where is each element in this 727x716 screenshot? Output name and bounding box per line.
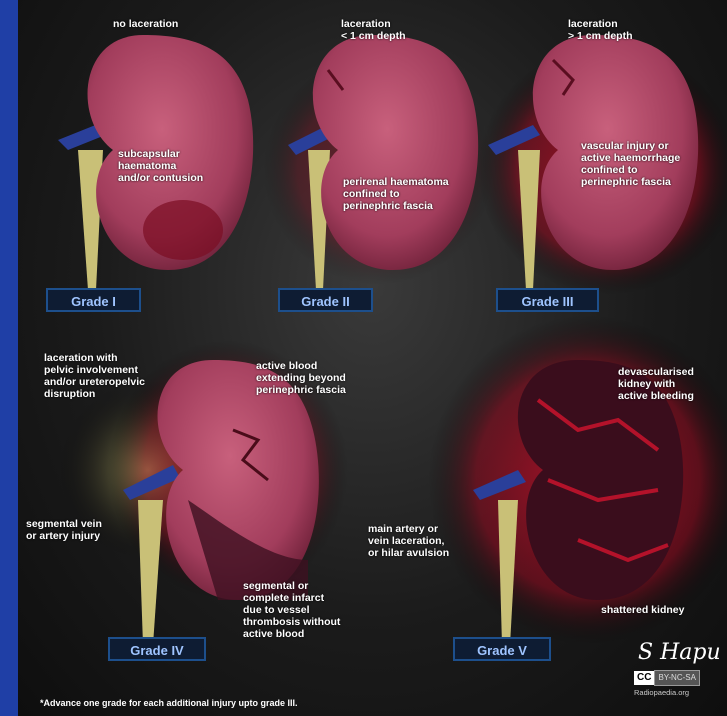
illustration-panel: no laceration subcapsular haematoma and/… (18, 0, 727, 716)
label-laceration-under-1cm: laceration < 1 cm depth (341, 18, 405, 42)
label-pelvic-involvement: laceration with pelvic involvement and/o… (44, 352, 145, 400)
footnote: *Advance one grade for each additional i… (40, 698, 298, 708)
label-no-laceration: no laceration (113, 18, 178, 30)
grade-4-label: Grade IV (108, 637, 206, 661)
grade-2-label: Grade II (278, 288, 373, 312)
grade-2-kidney (263, 35, 493, 290)
label-perirenal-haematoma: perirenal haematoma confined to perineph… (343, 176, 449, 212)
label-active-blood-extending: active blood extending beyond perinephri… (256, 360, 346, 396)
label-vascular-injury: vascular injury or active haemorrhage co… (581, 140, 680, 188)
label-laceration-over-1cm: laceration > 1 cm depth (568, 18, 632, 42)
grade-3-label: Grade III (496, 288, 599, 312)
author-signature: S Hapu (638, 640, 721, 665)
label-segmental-vein-injury: segmental vein or artery injury (26, 518, 102, 542)
label-segmental-infarct: segmental or complete infarct due to ves… (243, 580, 340, 640)
label-subcapsular-haematoma: subcapsular haematoma and/or contusion (118, 148, 203, 184)
grade-1-label: Grade I (46, 288, 141, 312)
label-shattered-kidney: shattered kidney (601, 604, 684, 616)
label-main-artery-laceration: main artery or vein laceration, or hilar… (368, 523, 449, 559)
grade-5-kidney (428, 315, 727, 645)
source-credit: Radiopaedia.org (634, 688, 689, 697)
label-devascularised-kidney: devascularised kidney with active bleedi… (618, 366, 694, 402)
license-badge: CC BY-NC-SA (634, 671, 700, 685)
cc-icon: CC (634, 671, 654, 685)
grade-5-label: Grade V (453, 637, 551, 661)
license-terms: BY-NC-SA (654, 670, 700, 686)
